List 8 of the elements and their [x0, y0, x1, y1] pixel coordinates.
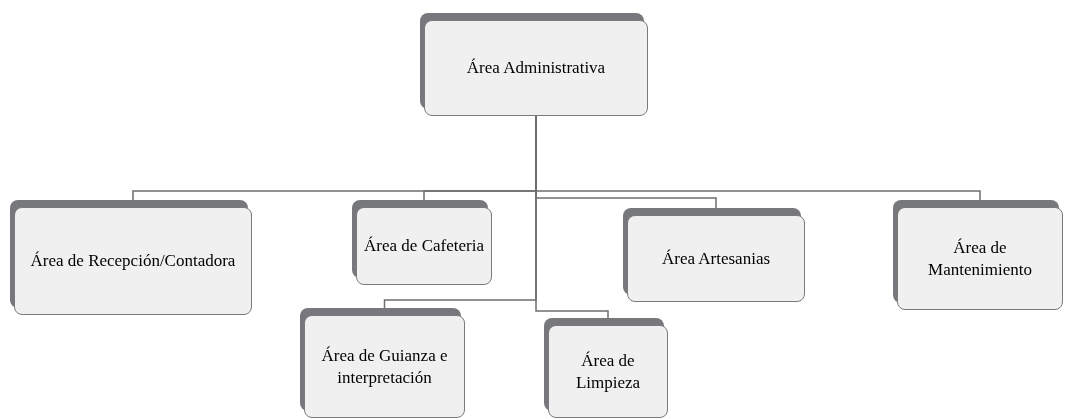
unit-name: Área Administrativa	[466, 57, 606, 79]
unit-name: Área de Cafeteria	[364, 235, 484, 257]
unit-name: Área de Mantenimiento	[927, 237, 1033, 280]
unit-name: Área de Recepción/Contadora	[30, 250, 236, 272]
connector-line	[535, 115, 609, 319]
unit-name: Área de Limpieza	[574, 350, 642, 393]
unit-name: Área de Guianza e interpretación	[320, 345, 449, 388]
unit-name: Área Artesanias	[661, 247, 771, 270]
